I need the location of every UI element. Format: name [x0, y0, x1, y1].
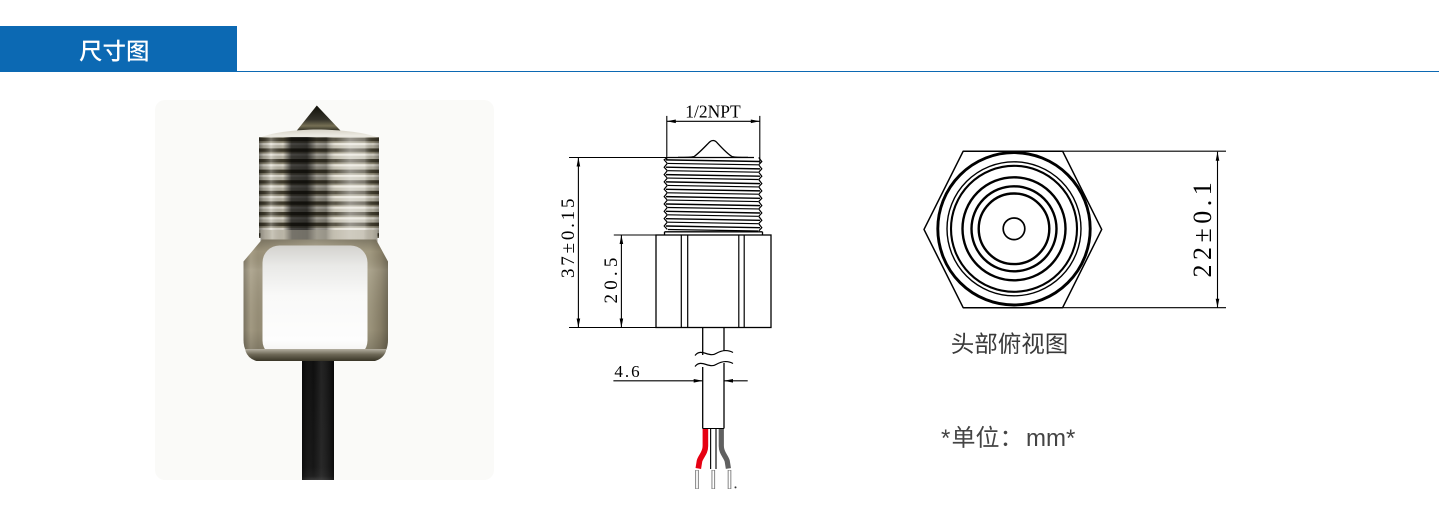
svg-text:22±0.1: 22±0.1 — [1188, 178, 1217, 278]
svg-text:4.6: 4.6 — [614, 362, 641, 381]
svg-text:1/2NPT: 1/2NPT — [685, 102, 741, 122]
svg-text:mm*: mm* — [1026, 425, 1075, 452]
svg-text:*: * — [941, 425, 950, 452]
svg-text:37±0.15: 37±0.15 — [558, 196, 579, 278]
svg-text:20.5: 20.5 — [601, 253, 622, 303]
